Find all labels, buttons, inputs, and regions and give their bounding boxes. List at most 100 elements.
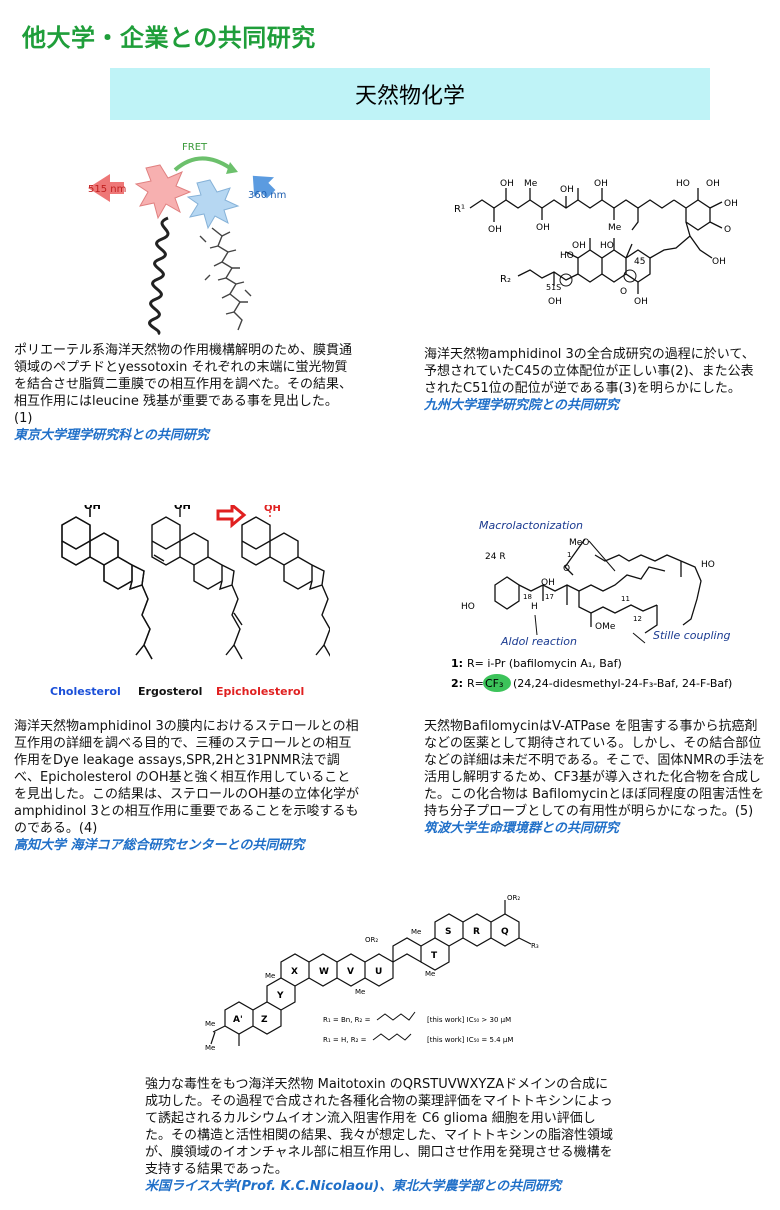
bafilomycin-figure: Macrolactonization Aldol reaction Stille… — [451, 519, 732, 692]
page-title: 他大学・企業との共同研究 — [22, 24, 316, 52]
ring-x: X — [291, 967, 298, 977]
ring-q: Q — [501, 927, 509, 937]
block-amphidinol-text: 海洋天然物amphidinol 3の全合成研究の過程に於いて、予想されていたC4… — [424, 347, 755, 396]
n45-label: 45 — [634, 257, 645, 267]
block-bafilomycin: 天然物BafilomycinはV-ATPase を阻害する事から抗癌剤などの医薬… — [424, 718, 769, 837]
blue-fluorophore — [186, 179, 240, 230]
ho-label-baf2: HO — [461, 602, 475, 612]
me-label-m4: Me — [411, 928, 421, 936]
o-label-2: O — [620, 287, 627, 297]
ring-z: Z — [261, 1015, 268, 1025]
or2-label-2: OR₂ — [365, 936, 378, 944]
ho-label-baf: HO — [701, 560, 715, 570]
me-label-1: Me — [524, 179, 538, 189]
me-label-2: Me — [608, 223, 622, 233]
n51-label: 51S — [546, 283, 561, 292]
baf-line2-text: (24,24-didesmethyl-24-F₃-Baf, 24-F-Baf) — [513, 677, 732, 690]
oh-label-6: OH — [706, 179, 720, 189]
meo-label: MeO — [569, 538, 589, 548]
ring-u: U — [375, 967, 382, 977]
ring-s: S — [445, 927, 451, 937]
n18-label: 18 — [523, 593, 532, 601]
n11-label: 11 — [621, 595, 630, 603]
yessotoxin-ladder — [199, 227, 252, 331]
n1-label: 1 — [567, 551, 571, 559]
baf-line2-cf: CF₃ — [485, 677, 503, 690]
oh-label-5: OH — [594, 179, 608, 189]
me-label-m3: Me — [425, 970, 435, 978]
cf3-highlight — [483, 674, 511, 692]
red-fluorophore — [134, 164, 192, 220]
r2-label: R₂ — [500, 274, 511, 285]
fret-label: FRET — [182, 142, 208, 153]
ring-r: R — [473, 927, 480, 937]
ergosterol-label: Ergosterol — [138, 685, 202, 698]
r24-label: 24 R — [485, 552, 506, 562]
block-maitotoxin-collab: 米国ライス大学(Prof. K.C.Nicolaou)、東北大学農学部との共同研… — [145, 1179, 562, 1194]
ring-v: V — [347, 967, 354, 977]
oh-label-7: OH — [724, 199, 738, 209]
block-maitotoxin-text: 強力な毒性をもつ海洋天然物 Maitotoxin のQRSTUVWXYZAドメイ… — [145, 1077, 614, 1177]
oh-label-baf: OH — [541, 578, 555, 588]
block-sterol: 海洋天然物amphidinol 3の膜内におけるステロールとの相互作用の詳細を調… — [14, 718, 359, 854]
legend-line1b: [this work] IC₅₀ > 30 μM — [427, 1016, 511, 1024]
aldol-label: Aldol reaction — [500, 635, 577, 648]
cholesterol-label: Cholesterol — [50, 685, 121, 698]
ring-t: T — [431, 951, 438, 961]
legend-line2b: [this work] IC₅₀ = 5.4 μM — [427, 1036, 513, 1044]
ho-label-3: HO — [560, 251, 574, 261]
peptide-helix — [148, 216, 170, 335]
block-bafilomycin-text: 天然物BafilomycinはV-ATPase を阻害する事から抗癌剤などの医薬… — [424, 719, 766, 819]
amphidinol-structure: R¹ R₂ OH OH Me OH OH OH Me HO OH OH O OH… — [454, 179, 738, 307]
legend-line2: R₁ = H, R₂ = — [323, 1036, 367, 1044]
h-label-baf: H — [531, 602, 538, 612]
oh-ergo: OH — [174, 505, 191, 512]
macro-label: Macrolactonization — [479, 519, 583, 532]
or2-label-1: OR₂ — [507, 894, 520, 902]
o-label-1: O — [724, 225, 731, 235]
baf-line2-r: R= — [467, 677, 484, 690]
ring-y: Y — [276, 991, 284, 1001]
nm515-label: 515 nm — [88, 184, 126, 195]
block-bafilomycin-collab: 筑波大学生命環境群との共同研究 — [424, 821, 619, 836]
me-label-m5: Me — [205, 1020, 215, 1028]
oh-label-1: OH — [500, 179, 514, 189]
oh-label-11: OH — [634, 297, 648, 307]
ring-a: A' — [233, 1015, 243, 1025]
epicholesterol-label: Epicholesterol — [216, 685, 304, 698]
section-title: 天然物化学 — [354, 84, 465, 109]
fret-figure: FRET 515 nm 360 nm — [88, 142, 286, 335]
baf-line1-text: R= i-Pr (bafilomycin A₁, Baf) — [467, 657, 622, 670]
ho-label-1: HO — [676, 179, 690, 189]
legend-line1: R₁ = Bn, R₂ = — [323, 1016, 371, 1024]
oh-chol: OH — [84, 505, 101, 512]
ring-w: W — [319, 967, 329, 977]
nm360-label: 360 nm — [248, 190, 286, 201]
oh-label-8: OH — [712, 257, 726, 267]
o-label-baf: O — [563, 564, 570, 574]
ho-label-2: HO — [600, 241, 614, 251]
block-sterol-collab: 高知大学 海洋コア総合研究センターとの共同研究 — [14, 838, 305, 853]
oh-label-2: OH — [488, 225, 502, 235]
baf-line1-num: 1: — [451, 657, 463, 670]
block-yessotoxin: ポリエーテル系海洋天然物の作用機構解明のため、膜貫通領域のペプチドとyessot… — [14, 342, 354, 444]
block-maitotoxin: 強力な毒性をもつ海洋天然物 Maitotoxin のQRSTUVWXYZAドメイ… — [145, 1076, 615, 1195]
n17-label: 17 — [545, 593, 554, 601]
stille-label: Stille coupling — [653, 629, 731, 642]
r3-label: R₃ — [531, 942, 539, 950]
block-sterol-text: 海洋天然物amphidinol 3の膜内におけるステロールとの相互作用の詳細を調… — [14, 719, 360, 836]
block-amphidinol-collab: 九州大学理学研究院との共同研究 — [424, 398, 619, 413]
block-yessotoxin-collab: 東京大学理学研究科との共同研究 — [14, 428, 209, 443]
maitotoxin-figure: A' Z Y X W V U T S R Q OR₂ R₃ OR₂ Me Me … — [205, 894, 539, 1052]
r1-label: R¹ — [454, 204, 465, 215]
baf-line2-num: 2: — [451, 677, 463, 690]
block-yessotoxin-text: ポリエーテル系海洋天然物の作用機構解明のため、膜貫通領域のペプチドとyessot… — [14, 343, 353, 426]
section-banner: 天然物化学 — [110, 68, 710, 120]
oh-label-9: OH — [572, 241, 586, 251]
me-label-m2: Me — [355, 988, 365, 996]
sterol-figure: OH OH OH Cholesterol Ergosterol Epichole… — [50, 505, 330, 698]
me-label-m1: Me — [265, 972, 275, 980]
epi-arrow-icon — [216, 505, 247, 529]
n12-label: 12 — [633, 615, 642, 623]
block-amphidinol: 海洋天然物amphidinol 3の全合成研究の過程に於いて、予想されていたC4… — [424, 346, 764, 414]
